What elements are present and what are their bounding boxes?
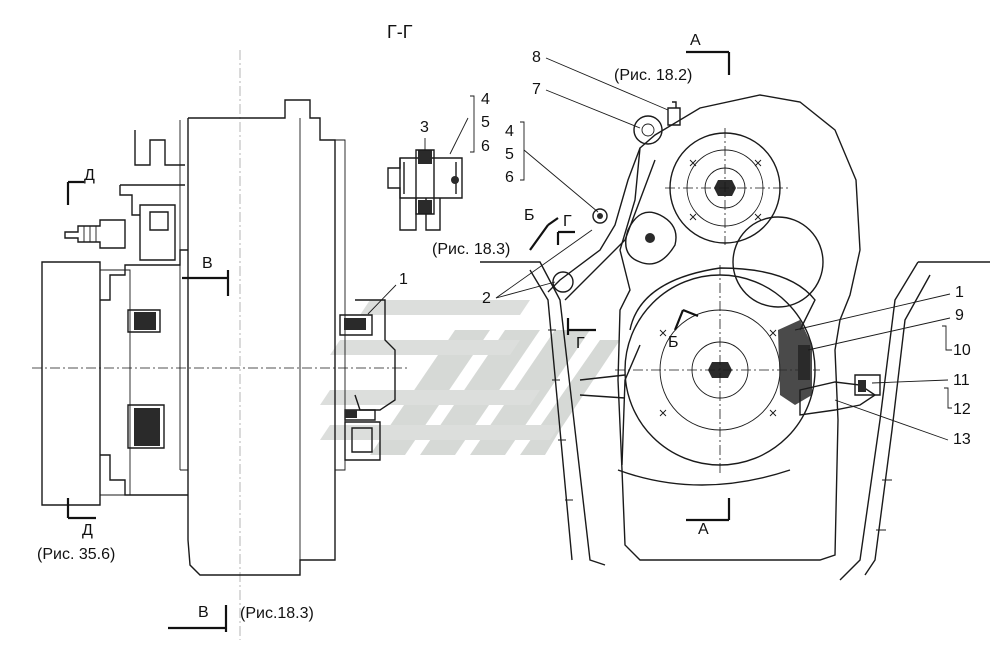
section-v-left: В bbox=[182, 255, 230, 296]
callout-9: 9 bbox=[955, 307, 964, 324]
seal-right-assembly bbox=[339, 299, 396, 461]
callout-6-mid: 6 bbox=[505, 169, 514, 186]
nozzle-ribs bbox=[83, 226, 97, 242]
left-side-view bbox=[32, 50, 410, 640]
section-g-mid: Г bbox=[566, 318, 596, 352]
section-title: Г-Г bbox=[387, 22, 413, 42]
section-a-bottom-label: А bbox=[698, 521, 709, 538]
flywheel-housing-inner bbox=[100, 269, 131, 496]
seal-outline bbox=[339, 314, 373, 336]
callout-1-left: 1 bbox=[399, 271, 408, 288]
callout-4-top: 4 bbox=[481, 91, 490, 108]
seal-hatch bbox=[344, 318, 366, 330]
idler-gear bbox=[732, 216, 824, 308]
callout-5-mid: 5 bbox=[505, 146, 514, 163]
section-d-bottom-label: Д bbox=[82, 522, 93, 539]
section-g-top-label: Г bbox=[563, 213, 572, 230]
seal-hatch bbox=[134, 312, 156, 330]
upper-fitting bbox=[119, 130, 185, 216]
callout-12: 12 bbox=[953, 401, 971, 418]
nozzle-fitting bbox=[64, 219, 126, 249]
main-housing-inner-left bbox=[179, 120, 188, 471]
seal-outline bbox=[127, 309, 161, 333]
seal-outline bbox=[127, 404, 165, 449]
seal-hatch bbox=[134, 408, 160, 446]
callout-5-top: 5 bbox=[481, 114, 490, 131]
reference-fig-18-3-bottom: (Рис.18.3) bbox=[240, 605, 314, 622]
section-b-mid-label: Б bbox=[668, 334, 679, 351]
section-g-top: Г bbox=[556, 213, 575, 245]
reference-fig-18-3-mid: (Рис. 18.3) bbox=[432, 241, 510, 258]
reference-fig-35-6: (Рис. 35.6) bbox=[37, 546, 115, 563]
section-g-mid-label: Г bbox=[576, 335, 585, 352]
callout-7: 7 bbox=[532, 81, 541, 98]
watermark-bar bbox=[360, 300, 530, 315]
leader-1-left bbox=[367, 284, 397, 315]
housing-right-flange bbox=[320, 139, 346, 471]
callout-3: 3 bbox=[420, 119, 429, 136]
section-a-top-label: А bbox=[690, 32, 701, 49]
callout-1-right: 1 bbox=[955, 284, 964, 301]
callout-11: 11 bbox=[953, 372, 970, 389]
section-d-top-label: Д bbox=[84, 167, 95, 184]
flywheel-housing-outline bbox=[41, 261, 101, 506]
callout-8: 8 bbox=[532, 49, 541, 66]
section-b-top: Б bbox=[524, 207, 559, 251]
callout-2: 2 bbox=[482, 290, 491, 307]
section-b-top-label: Б bbox=[524, 207, 535, 224]
shaft-stepped-lower bbox=[100, 454, 188, 496]
callout-13: 13 bbox=[953, 431, 971, 448]
main-housing-outline bbox=[187, 99, 336, 576]
seal-upper-left bbox=[127, 309, 161, 333]
section-a-top: А (Рис. 18.2) bbox=[614, 32, 731, 84]
fitting-block bbox=[139, 204, 176, 261]
hinge-boss bbox=[633, 115, 663, 145]
pin-detail: 3 4 5 6 bbox=[387, 91, 490, 231]
cam-plate bbox=[799, 381, 877, 416]
callout-6-top: 6 bbox=[481, 138, 490, 155]
watermark-bar bbox=[320, 390, 540, 405]
reference-fig-18-2: (Рис. 18.2) bbox=[614, 67, 692, 84]
section-d-top: Д bbox=[66, 167, 95, 205]
section-d-bottom: Д (Рис. 35.6) bbox=[37, 498, 115, 563]
section-v-bottom: В (Рис.18.3) bbox=[168, 604, 314, 632]
gear-cover-outline bbox=[617, 94, 861, 561]
section-b-mid: Б bbox=[668, 308, 699, 351]
section-v-bottom-label: В bbox=[198, 604, 209, 621]
seal-lower-left bbox=[127, 404, 165, 449]
section-a-bottom: А bbox=[686, 498, 731, 538]
section-v-left-label: В bbox=[202, 255, 213, 272]
seal-9-hatched bbox=[778, 320, 812, 405]
callouts-right: 8 7 4 5 6 2 1 9 10 11 12 13 bbox=[482, 49, 971, 448]
right-side-view bbox=[480, 94, 990, 581]
callout-10: 10 bbox=[953, 342, 971, 359]
callout-4-mid: 4 bbox=[505, 123, 514, 140]
watermark-bar bbox=[320, 425, 560, 440]
adjust-knob bbox=[625, 211, 677, 265]
lever-arm bbox=[547, 147, 641, 293]
watermark-bar bbox=[330, 340, 520, 355]
